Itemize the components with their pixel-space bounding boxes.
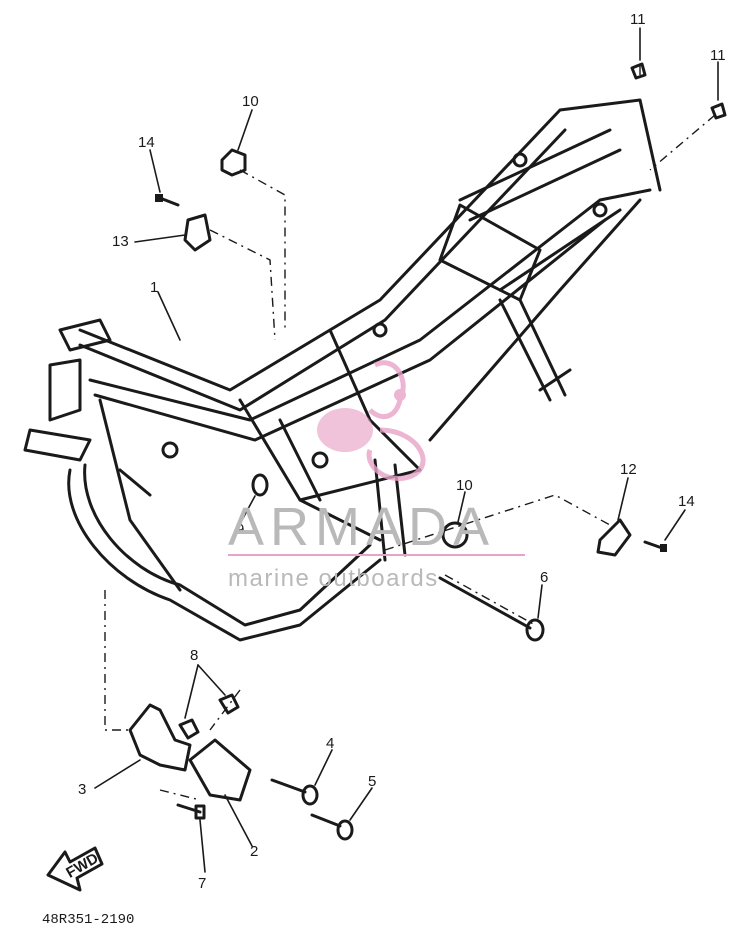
callout-9: 9	[236, 521, 244, 538]
callout-4: 4	[326, 735, 334, 752]
callout-5: 5	[368, 773, 376, 790]
watermark-brand: ARMADA	[228, 497, 495, 557]
callout-8: 8	[190, 647, 198, 664]
bracket-13	[183, 213, 212, 252]
bolt-4	[270, 778, 319, 806]
callout-labels: 11 11 10 14 13 1 9 10 12 14 6 8 3 4 5 2 …	[78, 11, 726, 892]
bolt-14-right	[643, 540, 667, 552]
leader-lines	[104, 65, 716, 801]
cap-11-left	[630, 62, 647, 80]
main-frame	[23, 98, 662, 642]
fwd-arrow: FWD	[46, 846, 104, 892]
engine-bracket-2	[188, 738, 252, 802]
nut-10-mid	[441, 521, 469, 549]
callout-1: 1	[150, 279, 158, 296]
engine-bracket-3	[128, 703, 192, 772]
watermark: ARMADA marine outboards	[228, 360, 525, 592]
callout-14a: 14	[138, 134, 155, 151]
cap-11-right	[710, 102, 727, 120]
nut-8-right	[218, 693, 240, 715]
callout-11b: 11	[710, 47, 726, 64]
bolt-7	[176, 803, 206, 820]
watermark-logo	[317, 360, 426, 481]
callout-3: 3	[78, 781, 86, 798]
bolt-6	[438, 576, 545, 642]
callout-leaders	[94, 27, 719, 873]
callout-13: 13	[112, 233, 129, 250]
callout-6: 6	[540, 569, 548, 586]
callout-7: 7	[198, 875, 206, 892]
nut-8-left	[178, 718, 200, 740]
callout-12: 12	[620, 461, 637, 478]
callout-11a: 11	[630, 11, 646, 28]
callout-10b: 10	[456, 477, 473, 494]
watermark-tagline: marine outboards	[228, 565, 439, 592]
nut-10-upper	[220, 148, 247, 177]
collar-9	[251, 473, 269, 497]
diagram-code: 48R351-2190	[42, 912, 134, 928]
callout-2: 2	[250, 843, 258, 860]
bracket-12	[596, 518, 632, 557]
bolt-14-upper	[155, 194, 180, 207]
bolt-5	[310, 813, 354, 841]
callout-14b: 14	[678, 493, 695, 510]
hardware	[128, 62, 727, 841]
callout-10a: 10	[242, 93, 259, 110]
